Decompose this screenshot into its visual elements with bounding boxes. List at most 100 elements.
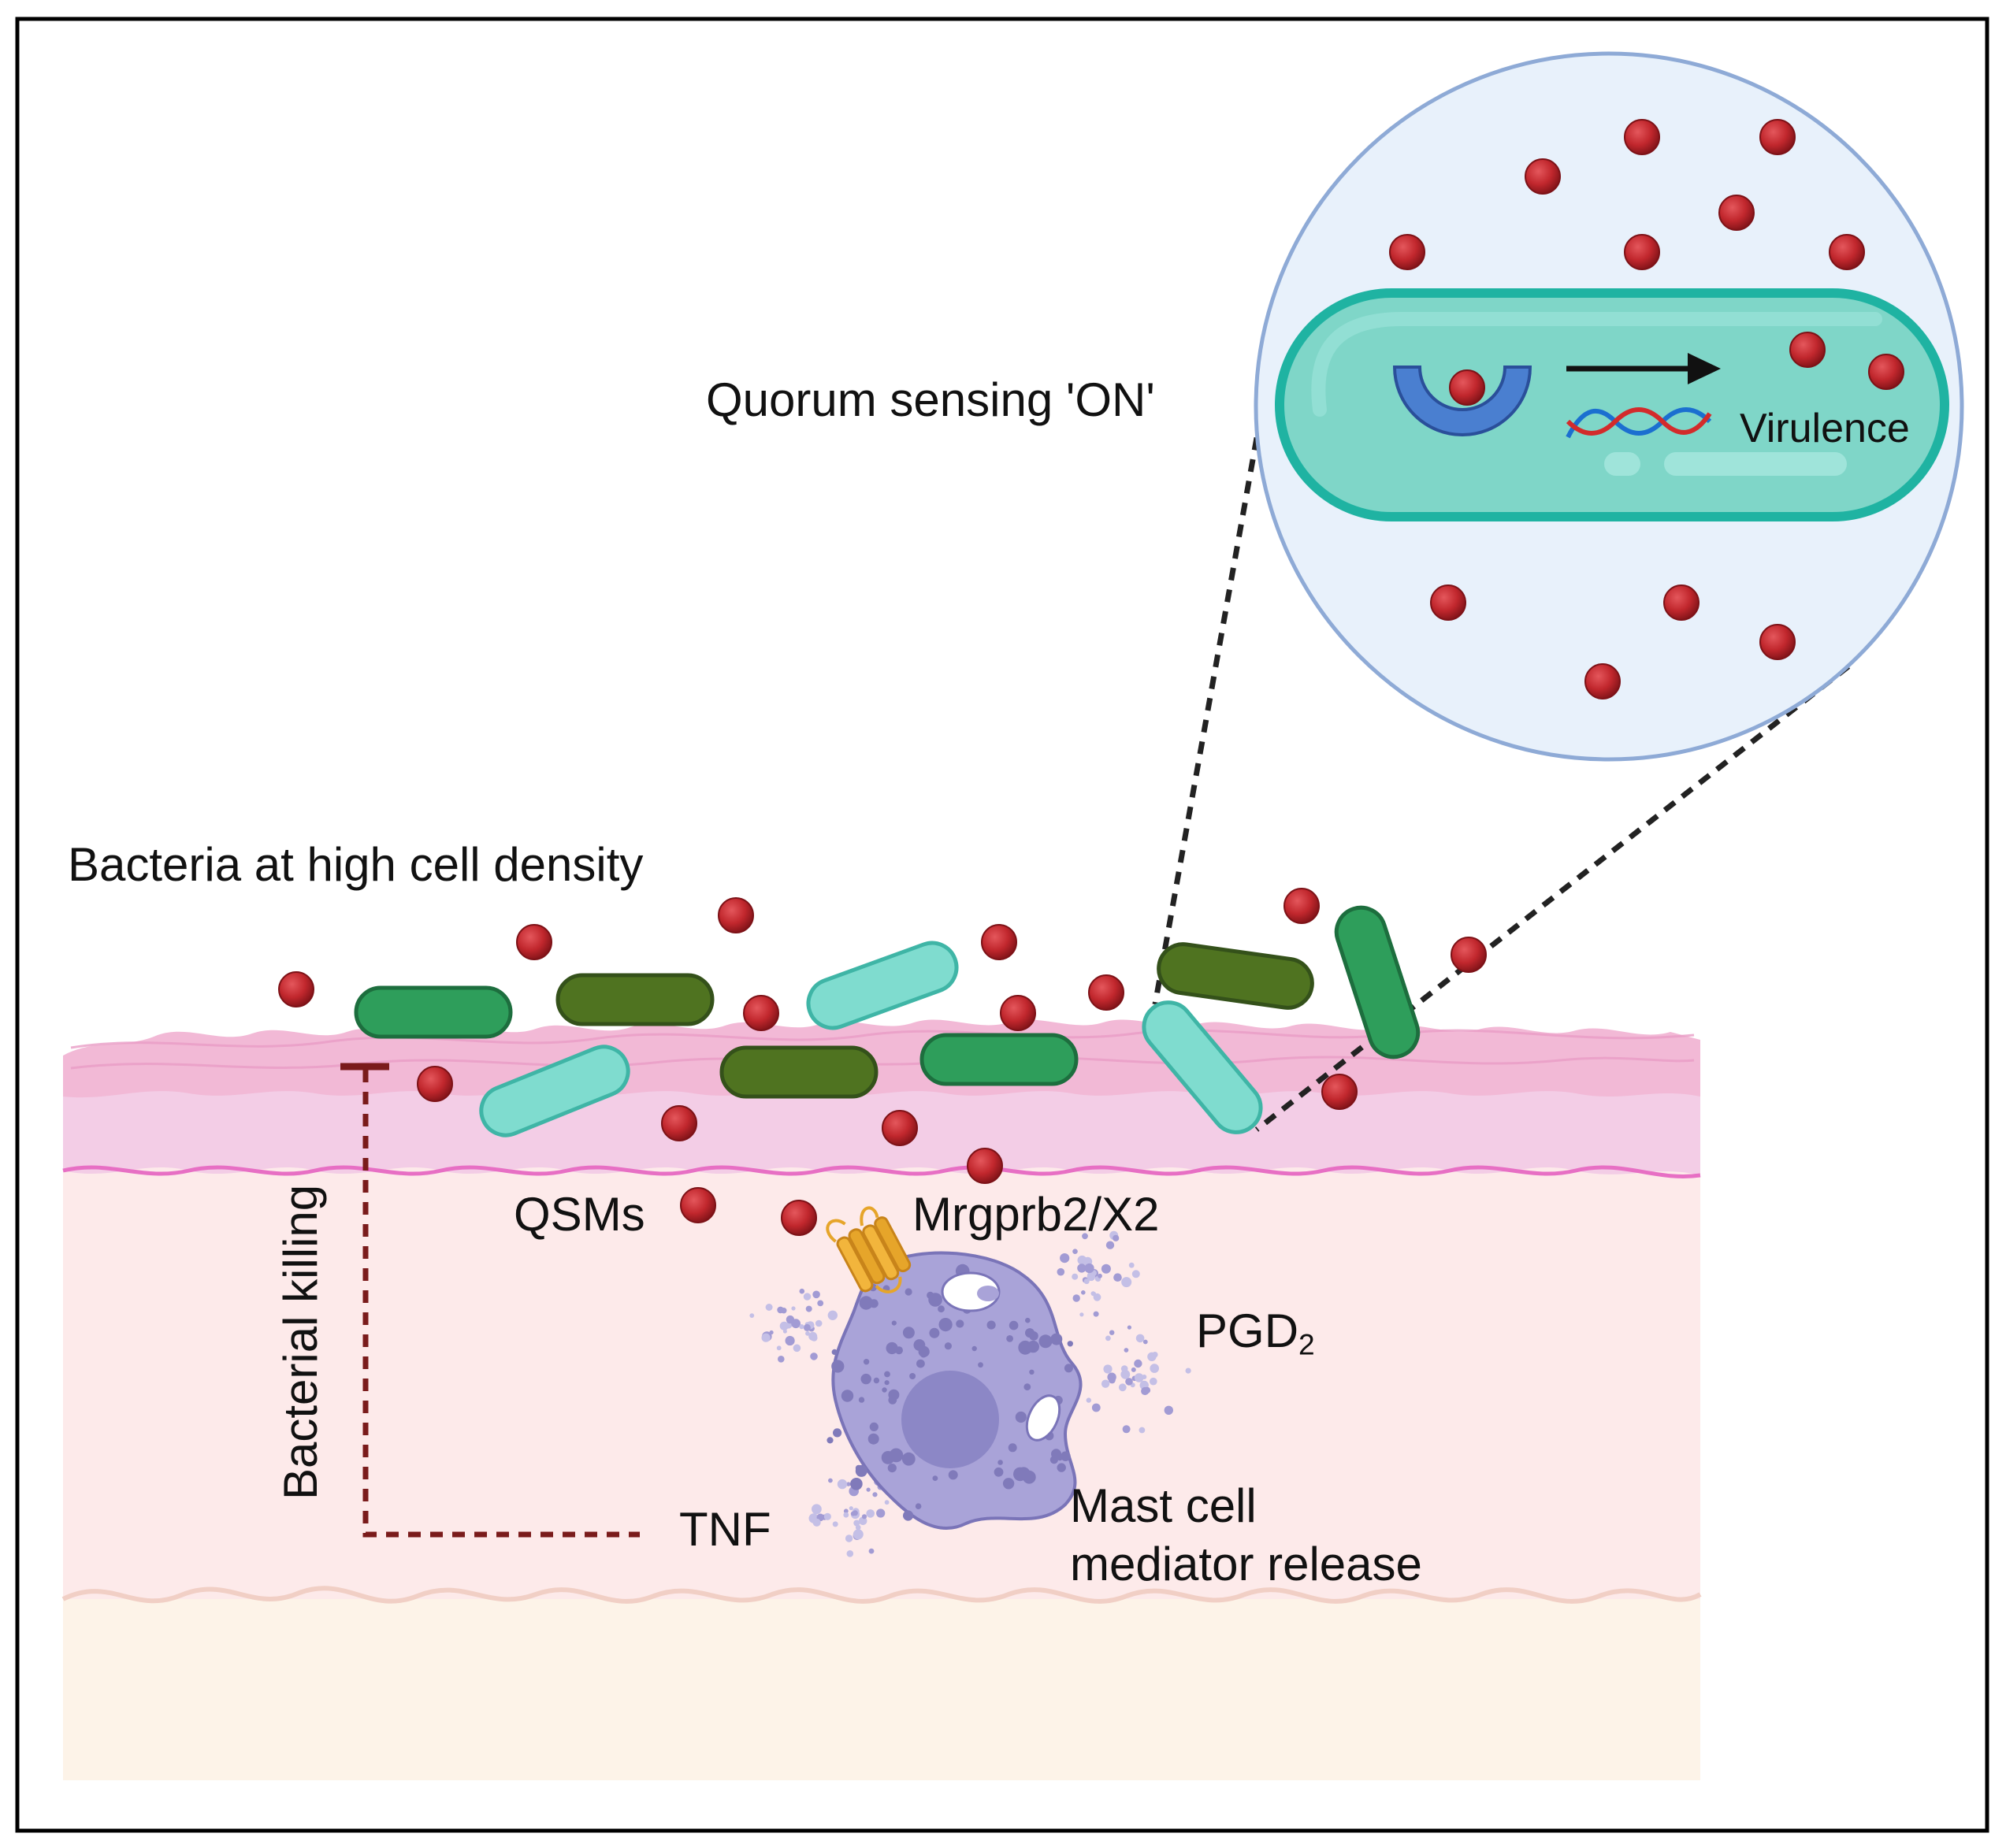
rod-bacterium-teal — [479, 1045, 630, 1137]
mediator-granule-icon — [866, 1487, 871, 1492]
mediator-granule-icon — [1072, 1273, 1079, 1280]
bacterium-inclusion-1 — [1604, 452, 1640, 476]
qsm-molecule-icon — [1430, 584, 1466, 621]
mediator-granule-icon — [805, 1305, 812, 1312]
granule-icon — [891, 1320, 897, 1326]
granule-icon — [884, 1380, 890, 1386]
qsm-molecule-icon — [1663, 584, 1700, 621]
granule-icon — [902, 1327, 915, 1339]
mediator-granule-icon — [1150, 1377, 1157, 1386]
mediator-granule-icon — [1139, 1427, 1146, 1434]
mediator-granule-icon — [1098, 1273, 1102, 1278]
mediator-granule-icon — [1101, 1379, 1110, 1388]
virulence-label: Virulence — [1740, 406, 1910, 451]
qsm-molecule-icon — [1624, 119, 1660, 155]
mediator-granule-icon — [793, 1344, 801, 1353]
mediator-granule-icon — [1072, 1294, 1080, 1302]
granule-icon — [860, 1373, 871, 1385]
granule-icon — [1050, 1333, 1063, 1345]
mediator-granule-icon — [1142, 1339, 1148, 1345]
mediator-granule-icon — [803, 1323, 811, 1331]
granule-icon — [938, 1305, 945, 1313]
mediator-granule-icon — [749, 1313, 755, 1318]
qsm-molecule-icon — [1718, 195, 1755, 231]
granule-icon — [831, 1360, 845, 1373]
gpcr-receptor-icon — [826, 1206, 912, 1293]
mediator-granule-icon — [1122, 1425, 1131, 1434]
granule-icon — [1067, 1341, 1074, 1347]
mediator-granule-icon — [1079, 1312, 1084, 1317]
granule-icon — [850, 1478, 863, 1490]
rod-bacterium-green — [354, 985, 513, 1039]
granule-icon — [888, 1396, 897, 1405]
mediator-granule-icon — [853, 1529, 864, 1540]
mediator-granule-icon — [849, 1506, 853, 1511]
granule-icon — [932, 1475, 938, 1481]
mediator-granule-icon — [866, 1509, 875, 1518]
adipose-border — [61, 1586, 1702, 1604]
mediator-granule-icon — [846, 1482, 851, 1486]
granule-icon — [928, 1293, 942, 1307]
mast-cell-label-line1: Mast cell — [1070, 1479, 1257, 1532]
granule-icon — [1006, 1335, 1013, 1342]
granule-icon — [1038, 1334, 1053, 1349]
mast-cell-label-line2: mediator release — [1070, 1538, 1422, 1590]
granule-icon — [1064, 1364, 1073, 1373]
receptor-cup-icon — [1392, 366, 1532, 436]
qsm-molecule-icon — [680, 1187, 716, 1223]
qsm-molecule-icon — [967, 1148, 1003, 1184]
mediator-granule-icon — [1101, 1264, 1111, 1274]
granule-icon — [887, 1464, 897, 1473]
granule-icon — [1002, 1478, 1015, 1490]
mediator-granule-icon — [1120, 1365, 1128, 1372]
mediator-granule-icon — [868, 1548, 875, 1554]
mediator-granule-icon — [1083, 1278, 1090, 1285]
mediator-granule-icon — [827, 1310, 838, 1321]
mediator-granule-icon — [1147, 1352, 1157, 1362]
mediator-granule-icon — [817, 1300, 824, 1307]
mediator-granule-icon — [778, 1356, 785, 1363]
qsm-molecule-icon — [882, 1110, 918, 1146]
bacterium-highlight — [1311, 312, 1882, 417]
mast-cell-nucleus — [901, 1371, 999, 1468]
mediator-granule-icon — [812, 1504, 822, 1515]
mediator-granule-icon — [1109, 1376, 1116, 1384]
granule-icon — [882, 1387, 887, 1393]
mediator-granule-icon — [853, 1520, 860, 1527]
mediator-granule-icon — [1105, 1241, 1115, 1249]
bacterial-killing-label: Bacterial killing — [274, 1184, 327, 1500]
mediator-granule-icon — [782, 1329, 787, 1334]
mediator-granule-icon — [1128, 1262, 1135, 1268]
qsm-molecule-icon — [1789, 332, 1826, 368]
mast-cell-vacuole — [941, 1271, 1001, 1312]
granule-icon — [1057, 1463, 1066, 1472]
mast-cell-vacuole — [977, 1286, 999, 1301]
zoom-line-upper — [1152, 415, 1264, 1005]
mediator-granule-icon — [1109, 1330, 1115, 1335]
granule-icon — [884, 1371, 890, 1378]
rod-bacterium-olive — [555, 973, 715, 1026]
mediator-granule-icon — [805, 1330, 810, 1336]
granule-icon — [873, 1377, 880, 1384]
mediator-granule-icon — [1121, 1277, 1132, 1288]
qsm-molecule-icon — [1449, 369, 1485, 406]
mediator-granule-icon — [791, 1306, 796, 1311]
mediator-granule-icon — [1134, 1373, 1144, 1382]
granule-icon — [956, 1319, 964, 1328]
granule-icon — [929, 1327, 940, 1338]
mediator-granule-icon — [1142, 1375, 1147, 1379]
mediator-granule-icon — [828, 1478, 833, 1483]
granule-icon — [994, 1467, 1004, 1477]
bacterial-killing-path — [340, 1063, 640, 1538]
granule-icon — [909, 1373, 916, 1379]
mediator-granule-icon — [1131, 1270, 1140, 1278]
qsm-molecule-icon — [1088, 974, 1124, 1011]
qsm-molecule-icon — [718, 897, 754, 933]
qsm-molecule-icon — [781, 1200, 817, 1236]
mediator-granule-icon — [1141, 1386, 1150, 1396]
granule-icon — [913, 1339, 926, 1351]
mediator-granule-icon — [861, 1514, 867, 1520]
rod-bacterium-green — [1334, 905, 1421, 1059]
mediator-granule-icon — [1087, 1272, 1096, 1282]
mediator-granule-icon — [1103, 1364, 1113, 1374]
